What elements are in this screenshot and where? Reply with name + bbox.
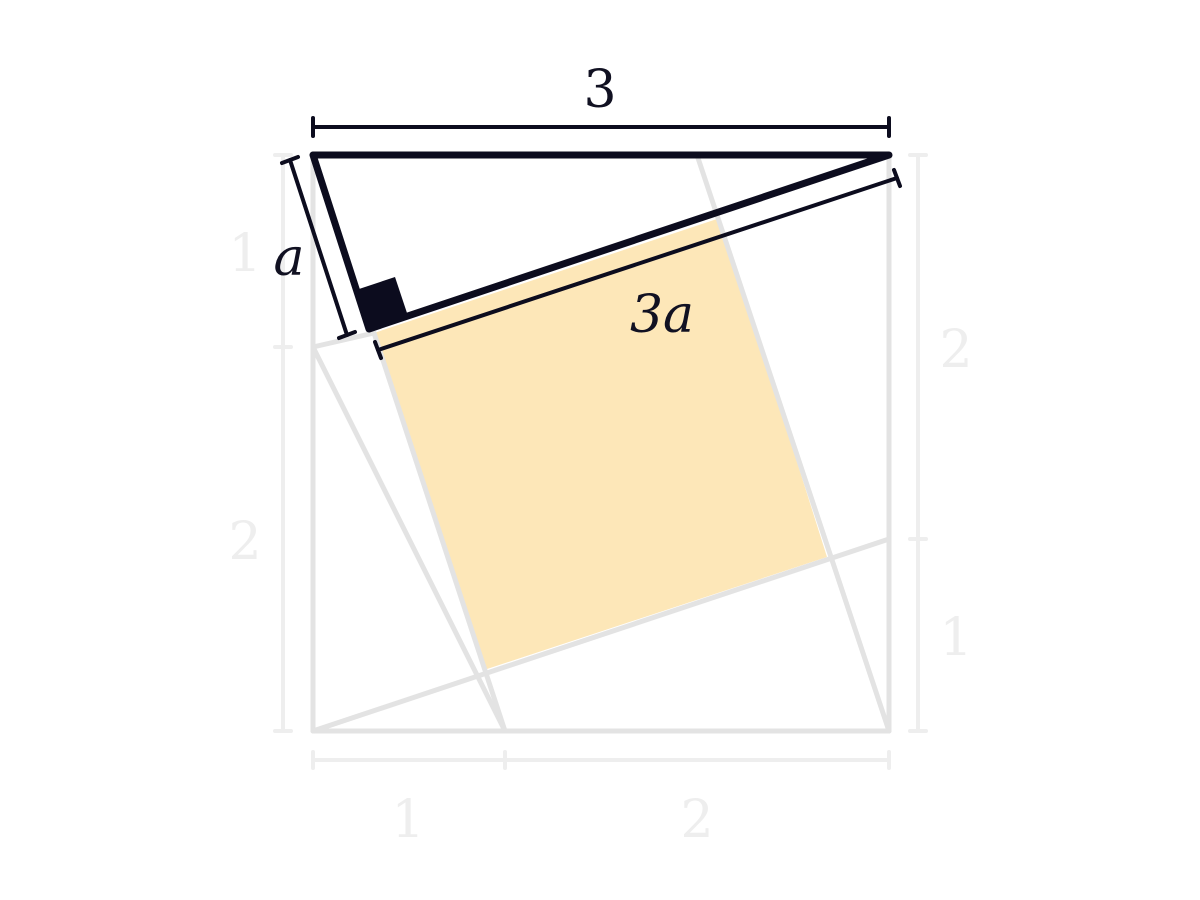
- bottom-right-label: 2: [680, 790, 713, 850]
- top-length-label: 3: [583, 60, 616, 120]
- right-lower-label: 1: [939, 608, 972, 668]
- right-upper-label: 2: [939, 320, 972, 380]
- left-diagonal: [310, 344, 508, 734]
- bottom-diagonal: [310, 536, 892, 734]
- left-edge-cut: [310, 330, 377, 350]
- highlighted-square: [374, 218, 827, 670]
- hypotenuse-dimension-line: [376, 176, 899, 352]
- faint-dimension-brackets: [273, 153, 928, 770]
- left-upper-label: 1: [228, 224, 261, 284]
- faint-construction-lines: [310, 152, 892, 734]
- right-diagonal: [694, 152, 892, 734]
- hypotenuse-label: 3a: [630, 285, 694, 345]
- right-triangle: [309, 151, 893, 333]
- short-leg-label: a: [273, 228, 304, 288]
- short-leg-dimension-line: [288, 158, 349, 337]
- left-lower-label: 2: [228, 512, 261, 572]
- right-angle-marker: [356, 277, 408, 329]
- left-diagonal-lower: [371, 330, 508, 734]
- bottom-left-label: 1: [391, 790, 424, 850]
- dark-dimension-brackets: [280, 116, 902, 360]
